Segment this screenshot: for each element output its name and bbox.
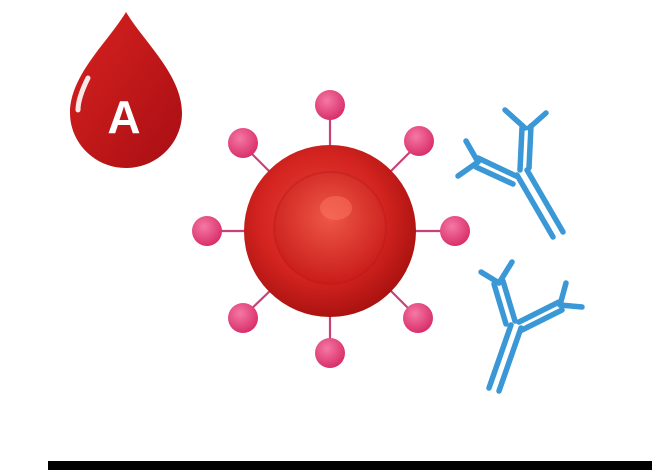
antigen-icon (192, 216, 222, 246)
antigen-icon (315, 338, 345, 368)
antigen-icon (228, 128, 258, 158)
blood-type-letter: A (107, 91, 140, 143)
antigen-icon (228, 303, 258, 333)
antigen-icon (315, 90, 345, 120)
antigen-icon (403, 303, 433, 333)
red-blood-cell-icon (208, 115, 452, 348)
antigens (192, 90, 470, 368)
bottom-bar (48, 461, 652, 470)
antigen-icon (404, 126, 434, 156)
antibody-icon (455, 107, 566, 240)
blood-drop-icon: A (70, 12, 182, 168)
antigen-icon (440, 216, 470, 246)
antibody-icon (478, 259, 585, 394)
